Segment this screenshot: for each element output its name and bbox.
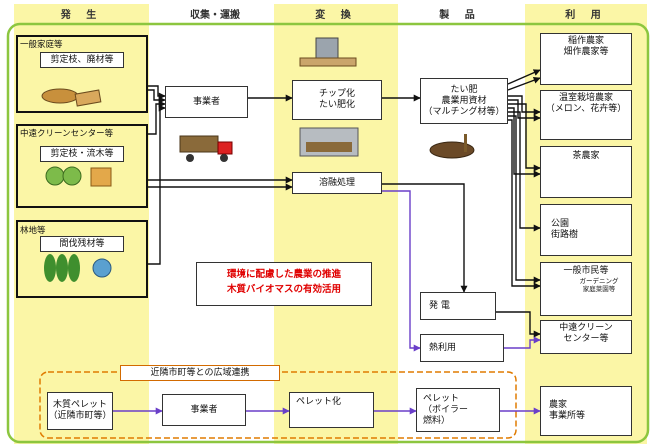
use-clean-center: 中遠クリーン センター等	[540, 320, 632, 354]
use-center-line2: センター等	[563, 334, 609, 344]
use-park-line2: 街路樹	[551, 230, 579, 240]
heat-box: 熱利用	[420, 334, 504, 362]
icon-forest	[44, 254, 112, 282]
compost-line3: （マルチング材等）	[423, 106, 505, 117]
group-clean-center	[16, 124, 148, 208]
header-generation: 発 生	[60, 10, 103, 21]
household-item: 剪定枝、廃材等	[40, 52, 124, 68]
regional-title: 近隣市町等との広域連携	[120, 365, 280, 381]
pellet-line1: ペレット	[423, 393, 460, 404]
compost-line2: 農業用資材	[441, 95, 487, 106]
regional-operator-box: 事業者	[162, 394, 246, 426]
message-line2: 木質バイオマスの有効活用	[226, 284, 341, 295]
icon-trees-branches	[45, 166, 112, 187]
message-line1: 環境に配慮した農業の推進	[226, 269, 341, 280]
header-products: 製 品	[439, 10, 481, 21]
outer-frame	[6, 22, 650, 444]
pellet-source-line1: 木質ペレット	[52, 400, 107, 410]
pellet-source-box: 木質ペレット （近隣市町等）	[47, 392, 113, 430]
chip-compost-box: チップ化 たい肥化	[292, 80, 382, 120]
use-center-line1: 中遠クリーン	[559, 323, 613, 333]
heat-label: 熱利用	[429, 342, 457, 353]
band-conversion	[274, 4, 398, 444]
use-citizens: 一般市民等 ガーデニング 家庭菜園等	[540, 262, 632, 316]
header-conversion: 変 換	[315, 10, 357, 21]
household-title: 一般家庭等	[20, 40, 63, 50]
compost-product-box: たい肥 農業用資材 （マルチング材等）	[420, 78, 508, 124]
pellet-boiler-box: ペレット （ボイラー 燃料）	[416, 388, 500, 432]
use-park-line1: 公園	[551, 219, 570, 229]
use-rice-line2: 畑作農家等	[563, 47, 609, 57]
icon-compost-pit	[299, 127, 359, 157]
chip-line1: チップ化	[318, 89, 355, 99]
use-tea-farmers: 茶農家	[540, 146, 632, 198]
pellet-line3: 燃料）	[423, 415, 451, 426]
use-rice-farmers: 稲作農家 畑作農家等	[540, 33, 632, 85]
arrows-compost-users	[496, 69, 541, 338]
use-greenhouse-farmers: 温室栽培農家 （メロン、花卉等）	[540, 90, 632, 140]
use-tea-line1: 茶農家	[572, 151, 600, 161]
use-citizens-line1: 一般市民等	[563, 266, 609, 276]
use-citizens-line3: 家庭菜園等	[582, 285, 616, 293]
group-household	[16, 35, 148, 113]
use-greenhouse-line2: （メロン、花卉等）	[545, 104, 627, 114]
use-citizens-line2: ガーデニング	[579, 277, 619, 285]
forest-title: 林地等	[20, 226, 46, 236]
use-farm-line1: 農家	[549, 400, 568, 410]
arrows-to-operator	[148, 85, 468, 293]
use-rice-line1: 稲作農家	[567, 36, 604, 46]
use-farm-line2: 事業所等	[549, 411, 586, 421]
center-item: 剪定枝・流木等	[40, 146, 124, 162]
pellet-line2: （ボイラー	[423, 404, 469, 415]
use-park: 公園 街路樹	[540, 204, 632, 256]
power-label: 発 電	[429, 300, 450, 311]
pellet-source-line2: （近隣市町等）	[48, 411, 112, 421]
power-box: 発 電	[420, 292, 496, 320]
icon-cut-branches	[41, 88, 102, 107]
icon-compost-pile	[429, 134, 475, 159]
icon-truck	[179, 135, 233, 162]
operator-box: 事業者	[165, 86, 248, 118]
use-farm-business: 農家 事業所等	[540, 386, 632, 436]
compost-line1: たい肥	[450, 84, 478, 95]
pelletize-label: ペレット化	[296, 397, 342, 407]
arrows-purple	[113, 190, 541, 415]
use-greenhouse-line1: 温室栽培農家	[558, 93, 613, 103]
forest-item: 間伐残材等	[40, 236, 124, 252]
center-title: 中遠クリーンセンター等	[20, 129, 114, 139]
melt-box: 溶融処理	[292, 172, 382, 194]
header-collection: 収集・運搬	[190, 10, 240, 21]
group-forest	[16, 220, 148, 298]
icon-chipper	[299, 37, 357, 67]
pelletize-box: ペレット化	[289, 392, 374, 428]
policy-message: 環境に配慮した農業の推進 木質バイオマスの有効活用	[196, 262, 372, 306]
chip-line2: たい肥化	[318, 100, 355, 110]
header-use: 利 用	[565, 10, 607, 21]
